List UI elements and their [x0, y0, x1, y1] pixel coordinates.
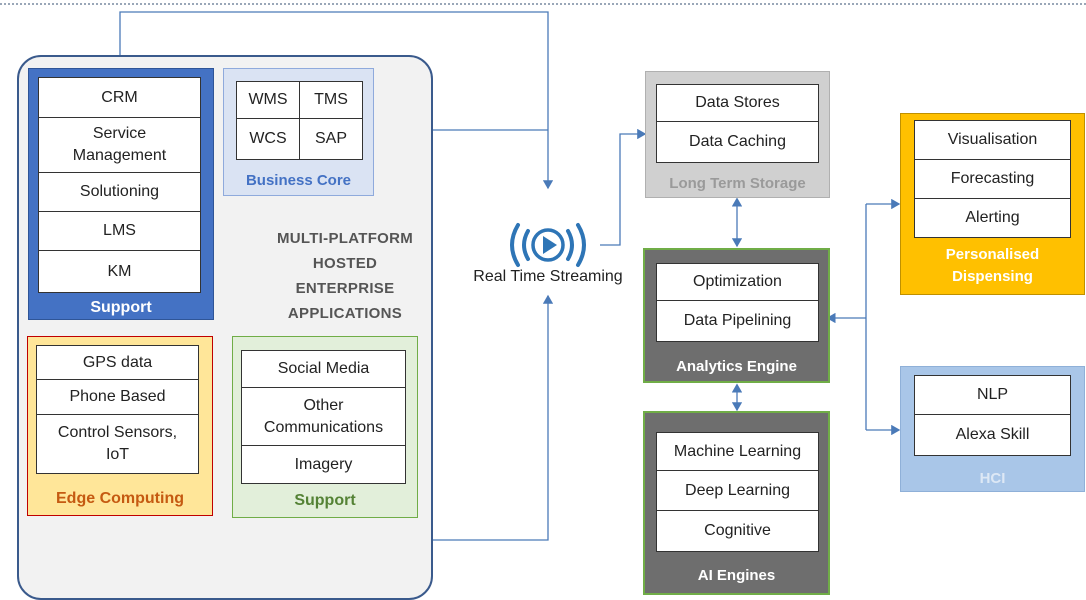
social-media-item: Social Media	[241, 350, 406, 388]
cognitive-item: Cognitive	[656, 510, 819, 552]
platform-label-line: ENTERPRISE	[295, 280, 395, 297]
personalised-dispensing-caption: Personalised Dispensing	[900, 244, 1085, 288]
analytics-engine-caption: Analytics Engine	[676, 358, 797, 375]
support-green-caption: Support	[294, 492, 356, 509]
lms-item: LMS	[38, 211, 201, 251]
platform-label: MULTI-PLATFORM HOSTED ENTERPRISE APPLICA…	[255, 226, 435, 326]
platform-label-line: APPLICATIONS	[287, 305, 403, 322]
alexa-skill-item: Alexa Skill	[914, 414, 1071, 456]
personalised-dispensing-caption-text: Personalised Dispensing	[945, 246, 1040, 285]
km-item: KM	[38, 250, 201, 293]
connector-support-top	[119, 11, 554, 190]
optimization-item: Optimization	[656, 263, 819, 301]
broadcast-play-icon	[510, 223, 586, 267]
connector-streaming-storage	[600, 128, 647, 246]
solutioning-item: Solutioning	[38, 172, 201, 212]
nlp-item: NLP	[914, 375, 1071, 415]
business-core-caption: Business Core	[245, 172, 352, 189]
crm-item: CRM	[38, 77, 201, 118]
forecasting-item: Forecasting	[914, 159, 1071, 199]
sap-item: SAP	[299, 118, 363, 160]
control-sensors-label: Control Sensors, IoT	[57, 424, 178, 463]
visualisation-item: Visualisation	[914, 120, 1071, 160]
wms-item: WMS	[236, 81, 300, 119]
service-management-label: Service Management	[72, 125, 167, 164]
phone-based-item: Phone Based	[36, 379, 199, 415]
platform-label-line: MULTI-PLATFORM	[276, 230, 414, 247]
wcs-item: WCS	[236, 118, 300, 160]
ai-engines-caption: AI Engines	[697, 567, 776, 584]
machine-learning-item: Machine Learning	[656, 432, 819, 471]
data-caching-item: Data Caching	[656, 121, 819, 163]
long-term-storage-caption: Long Term Storage	[669, 175, 806, 192]
real-time-streaming-label: Real Time Streaming	[473, 268, 623, 285]
support-caption: Support	[90, 299, 152, 316]
imagery-item: Imagery	[241, 445, 406, 484]
control-sensors-item: Control Sensors, IoT	[36, 414, 199, 474]
other-communications-label: Other Communications	[263, 396, 384, 436]
data-stores-item: Data Stores	[656, 84, 819, 122]
hci-caption: HCI	[979, 470, 1006, 487]
data-pipelining-item: Data Pipelining	[656, 300, 819, 342]
top-dotted-border	[0, 3, 1086, 5]
other-communications-item: Other Communications	[241, 387, 406, 446]
service-management-item: Service Management	[38, 117, 201, 173]
deep-learning-item: Deep Learning	[656, 470, 819, 511]
gps-data-item: GPS data	[36, 345, 199, 380]
alerting-item: Alerting	[914, 198, 1071, 238]
tms-item: TMS	[299, 81, 363, 119]
platform-label-line: HOSTED	[312, 255, 378, 272]
edge-computing-caption: Edge Computing	[56, 490, 184, 507]
